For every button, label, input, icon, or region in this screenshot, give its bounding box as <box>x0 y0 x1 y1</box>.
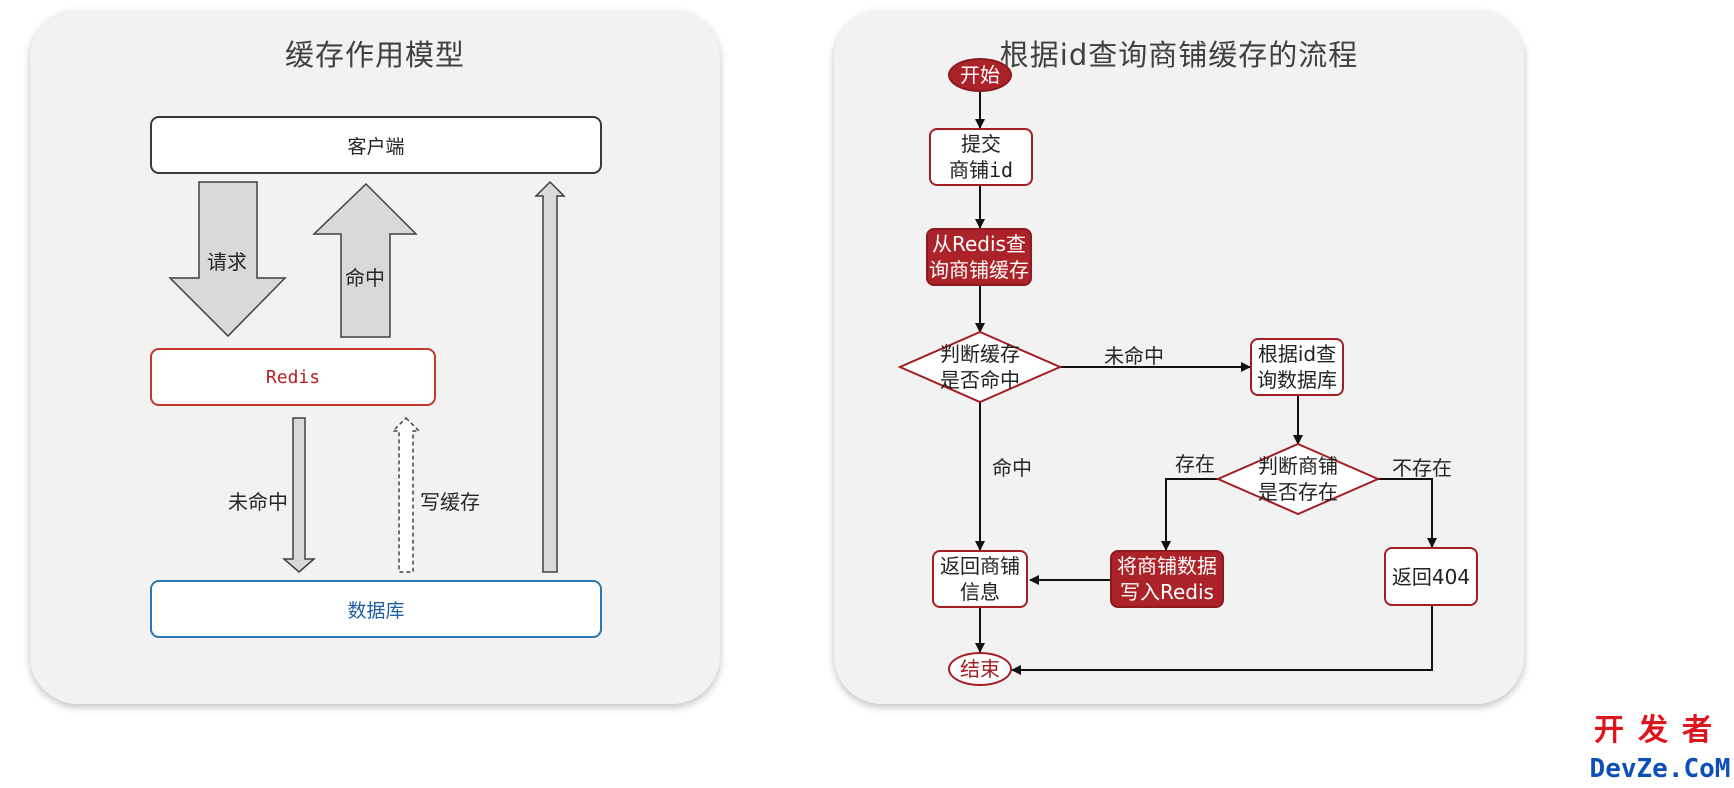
client-label: 客户端 <box>347 135 405 158</box>
judge-exist-line2: 是否存在 <box>1258 480 1338 504</box>
flow-title: 根据id查询商铺缓存的流程 <box>999 38 1359 72</box>
judge-hit-text: 判断缓存 是否命中 <box>930 340 1030 394</box>
cache-model-panel: 缓存作用模型 客户端 Redis 数据库 请求 命中 未命中 写缓存 <box>30 10 720 704</box>
exist-edge-label: 存在 <box>1175 452 1215 476</box>
client-box: 客户端 <box>150 116 602 174</box>
submit-node: 提交 商铺id <box>929 128 1033 186</box>
write-redis-line2: 写入Redis <box>1120 580 1214 604</box>
query-db-node: 根据id查 询数据库 <box>1250 338 1344 396</box>
judge-exist-text: 判断商铺 是否存在 <box>1248 452 1348 506</box>
hit-label: 命中 <box>345 266 385 290</box>
watermark-top: 开发者 <box>1594 713 1726 748</box>
request-arrow <box>168 181 287 338</box>
cache-model-title: 缓存作用模型 <box>284 38 465 72</box>
not-exist-edge-label: 不存在 <box>1392 456 1452 480</box>
exist-to-write <box>1161 478 1218 551</box>
redis-box: Redis <box>150 348 436 406</box>
watermark-bottom: DevZe.CoM <box>1589 754 1731 784</box>
return-info-node: 返回商铺 信息 <box>932 550 1028 608</box>
return-404-node: 返回404 <box>1384 547 1478 606</box>
judge-hit-line2: 是否命中 <box>940 368 1020 392</box>
submit-line2: 商铺id <box>948 158 1014 182</box>
judge-exist-line1: 判断商铺 <box>1258 454 1338 478</box>
query-db-line1: 根据id查 <box>1257 342 1337 366</box>
start-node: 开始 <box>948 58 1012 92</box>
end-label: 结束 <box>960 657 1000 681</box>
database-box: 数据库 <box>150 580 602 638</box>
judge-exist-diamond <box>1215 442 1381 516</box>
miss-label: 未命中 <box>228 490 288 514</box>
hit-edge-label: 命中 <box>992 456 1032 480</box>
hit-arrow <box>312 182 418 338</box>
end-node: 结束 <box>948 652 1012 686</box>
redis-label: Redis <box>265 366 321 388</box>
cache-model-arrows <box>168 180 566 573</box>
judge-hit-diamond <box>897 330 1063 404</box>
query-redis-node: 从Redis查 询商铺缓存 <box>926 228 1032 286</box>
query-redis-line1: 从Redis查 <box>932 232 1026 256</box>
submit-line1: 提交 <box>961 132 1001 156</box>
flow-panel: 根据id查询商铺缓存的流程 开始 提交 商铺id <box>834 10 1524 704</box>
database-label: 数据库 <box>347 599 405 622</box>
return-info-line2: 信息 <box>960 580 1000 604</box>
query-redis-line2: 询商铺缓存 <box>929 258 1029 282</box>
404-to-end <box>1011 606 1433 675</box>
miss-arrow <box>281 417 317 573</box>
judge-hit-line1: 判断缓存 <box>940 342 1020 366</box>
return-404-label: 返回404 <box>1391 564 1471 589</box>
query-db-line2: 询数据库 <box>1257 368 1337 392</box>
write-redis-line1: 将商铺数据 <box>1117 554 1217 578</box>
start-label: 开始 <box>960 63 1000 87</box>
miss-edge-label: 未命中 <box>1104 344 1164 368</box>
write-redis-node: 将商铺数据 写入Redis <box>1110 550 1224 608</box>
return-info-line1: 返回商铺 <box>940 554 1020 578</box>
direct-db-arrow <box>534 180 566 573</box>
flow-connectors <box>897 92 1437 675</box>
watermark: 开发者 DevZe.CoM <box>1586 714 1734 788</box>
write-cache-label: 写缓存 <box>420 490 480 514</box>
write-cache-arrow <box>391 416 421 573</box>
request-label: 请求 <box>207 250 247 274</box>
notexist-to-404 <box>1378 478 1437 548</box>
